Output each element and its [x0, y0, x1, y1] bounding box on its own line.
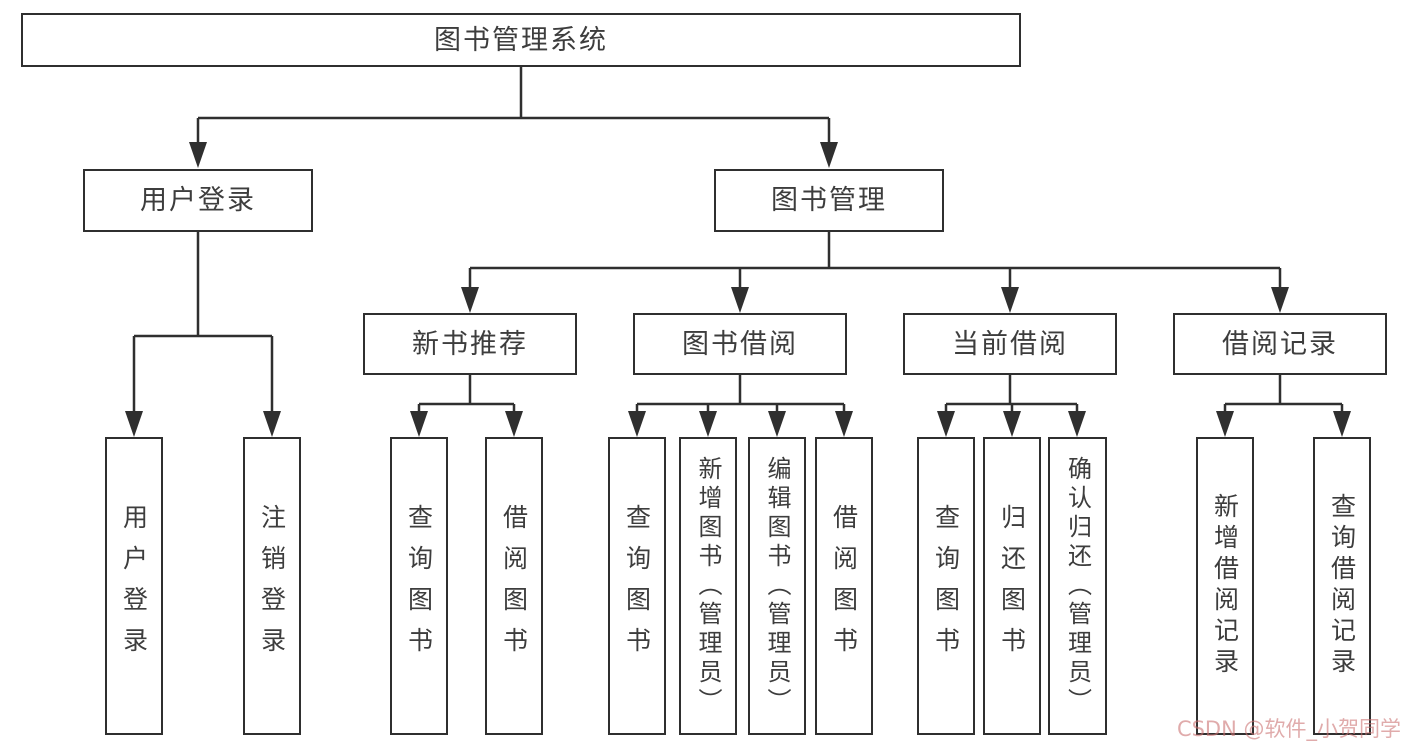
node-user-login: 用户登录	[83, 169, 313, 232]
leaf-confirm-return-admin: 确认归还（管理员）	[1048, 437, 1107, 735]
node-book-management: 图书管理	[714, 169, 944, 232]
leaf-borrow-borrow-books: 借阅图书	[815, 437, 873, 735]
node-new-book-recommend: 新书推荐	[363, 313, 577, 375]
leaf-recommend-borrow-books: 借阅图书	[485, 437, 543, 735]
leaf-edit-books-admin: 编辑图书（管理员）	[748, 437, 806, 735]
node-book-borrow: 图书借阅	[633, 313, 847, 375]
node-root: 图书管理系统	[21, 13, 1021, 67]
leaf-add-borrow-record: 新增借阅记录	[1196, 437, 1254, 735]
node-borrow-records: 借阅记录	[1173, 313, 1387, 375]
leaf-recommend-query-books: 查询图书	[390, 437, 448, 735]
leaf-borrow-query-books: 查询图书	[608, 437, 666, 735]
leaf-user-login: 用户登录	[105, 437, 163, 735]
node-current-borrow: 当前借阅	[903, 313, 1117, 375]
watermark: CSDN @软件_小贺同学	[1176, 717, 1401, 741]
leaf-add-books-admin: 新增图书（管理员）	[679, 437, 737, 735]
leaf-logout: 注销登录	[243, 437, 301, 735]
leaf-return-books: 归还图书	[983, 437, 1041, 735]
leaf-current-query-books: 查询图书	[917, 437, 975, 735]
leaf-query-borrow-record: 查询借阅记录	[1313, 437, 1371, 735]
